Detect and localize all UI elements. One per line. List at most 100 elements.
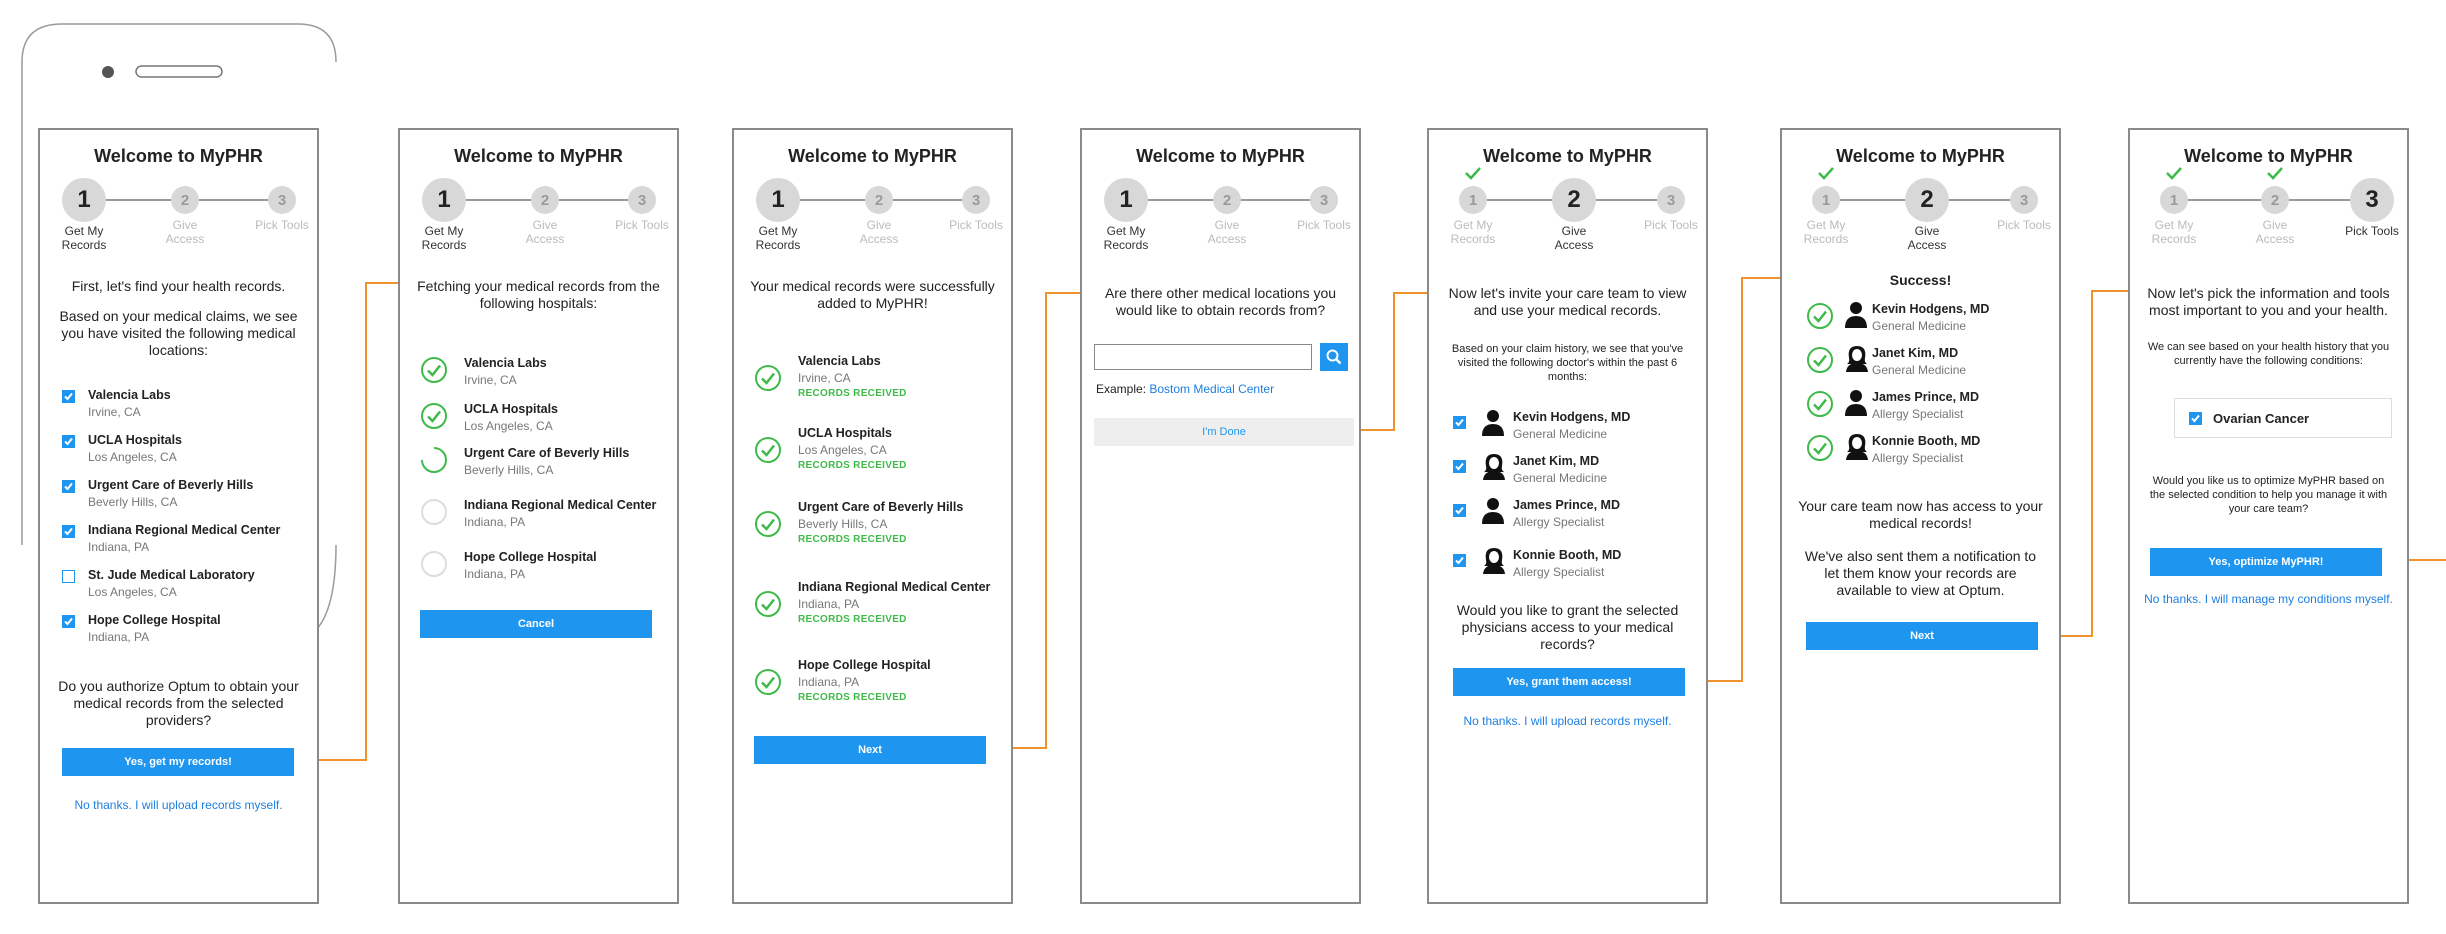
next-button[interactable]: Next — [754, 736, 986, 764]
step-label: Pick Tools — [1624, 218, 1718, 232]
step-label-line2: Access — [1907, 238, 1947, 252]
checkbox-icon[interactable] — [62, 570, 75, 583]
records-received-badge: RECORDS RECEIVED — [798, 534, 907, 545]
step-number: 2 — [1213, 186, 1241, 214]
checkbox-icon[interactable] — [1453, 460, 1466, 473]
checkbox-icon[interactable] — [62, 525, 75, 538]
optimize-button[interactable]: Yes, optimize MyPHR! — [2150, 548, 2382, 576]
search-button[interactable] — [1320, 343, 1348, 371]
step-label-line2: Records — [1450, 232, 1496, 246]
step-label-line2: Records — [1803, 232, 1849, 246]
fetching-message: Fetching your medical records from the f… — [417, 278, 660, 311]
location-city: Indiana, PA — [88, 630, 150, 644]
grant-question: Would you like to grant the selected phy… — [1456, 602, 1679, 652]
decline-link[interactable]: No thanks. I will manage my conditions m… — [2144, 592, 2393, 606]
step-number: 2 — [2261, 186, 2289, 214]
notification-message: We've also sent them a notification to l… — [1804, 548, 2037, 598]
doctor-name: Kevin Hodgens, MD — [1513, 410, 1631, 424]
doctor-name: James Prince, MD — [1513, 498, 1620, 512]
step-label-line1: Get My — [758, 224, 798, 238]
check-circle-icon — [420, 356, 448, 389]
location-city: Indiana, PA — [88, 540, 150, 554]
checkbox-icon[interactable] — [62, 480, 75, 493]
records-received-badge: RECORDS RECEIVED — [798, 388, 907, 399]
step-label-line2: Access — [2255, 232, 2295, 246]
cancel-button[interactable]: Cancel — [420, 610, 652, 638]
step-number: 3 — [1310, 186, 1338, 214]
checkbox-icon[interactable] — [62, 435, 75, 448]
male-avatar-icon — [1844, 388, 1868, 421]
hospital-city: Los Angeles, CA — [798, 443, 887, 457]
checkbox-icon[interactable] — [1453, 554, 1466, 567]
step-number: 3 — [2350, 178, 2394, 222]
page-title: Welcome to MyPHR — [94, 146, 263, 166]
step-label-line2: Records — [421, 238, 467, 252]
step-number: 1 — [756, 178, 800, 222]
step-number: 2 — [1905, 178, 1949, 222]
check-circle-icon — [754, 436, 782, 469]
hospital-city: Indiana, PA — [798, 675, 860, 689]
step-label-line1: Give — [1914, 224, 1940, 238]
condition-item[interactable]: Ovarian Cancer — [2174, 398, 2392, 438]
step-number: 3 — [1657, 186, 1685, 214]
checkbox-icon[interactable] — [1453, 504, 1466, 517]
confirm-records-button[interactable]: Yes, get my records! — [62, 748, 294, 776]
example-text: Example: Bostom Medical Center — [1096, 382, 1274, 396]
page-title: Welcome to MyPHR — [1836, 146, 2005, 166]
step-label: Pick Tools — [929, 218, 1023, 232]
check-mark-icon — [1465, 167, 1481, 180]
done-button[interactable]: I'm Done — [1094, 418, 1354, 446]
doctor-name: James Prince, MD — [1872, 390, 1979, 404]
hospital-city: Beverly Hills, CA — [798, 517, 888, 531]
hospital-city: Indiana, PA — [464, 567, 526, 581]
checkbox-icon[interactable] — [1453, 416, 1466, 429]
check-mark-icon — [2166, 167, 2182, 180]
checkbox-icon[interactable] — [62, 615, 75, 628]
female-avatar-icon — [1844, 344, 1870, 377]
female-avatar-icon — [1844, 432, 1870, 465]
doctor-specialty: General Medicine — [1872, 363, 1967, 377]
grant-access-button[interactable]: Yes, grant them access! — [1453, 668, 1685, 696]
next-button[interactable]: Next — [1806, 622, 2038, 650]
invite-message: Now let's invite your care team to view … — [1448, 285, 1687, 318]
check-mark-icon — [2267, 167, 2283, 180]
step-label-line2: Records — [61, 238, 107, 252]
search-input[interactable] — [1094, 344, 1312, 370]
checkbox-icon[interactable] — [62, 390, 75, 403]
doctor-name: Kevin Hodgens, MD — [1872, 302, 1990, 316]
check-circle-icon — [754, 668, 782, 701]
decline-link[interactable]: No thanks. I will upload records myself. — [74, 798, 283, 812]
example-link[interactable]: Bostom Medical Center — [1149, 382, 1275, 396]
step-number: 2 — [1552, 178, 1596, 222]
doctor-item[interactable]: James Prince, MD Allergy Specialist — [1453, 498, 1703, 534]
decline-link[interactable]: No thanks. I will upload records myself. — [1463, 714, 1672, 728]
authorize-question: Do you authorize Optum to obtain your me… — [58, 678, 299, 728]
hospital-name: Hope College Hospital — [464, 550, 597, 564]
doctor-name: Janet Kim, MD — [1513, 454, 1600, 468]
checkbox-icon[interactable] — [2189, 412, 2202, 425]
doctor-specialty: Allergy Specialist — [1513, 515, 1605, 529]
step-label-line2: Access — [1554, 238, 1594, 252]
hospital-name: UCLA Hospitals — [464, 402, 558, 416]
